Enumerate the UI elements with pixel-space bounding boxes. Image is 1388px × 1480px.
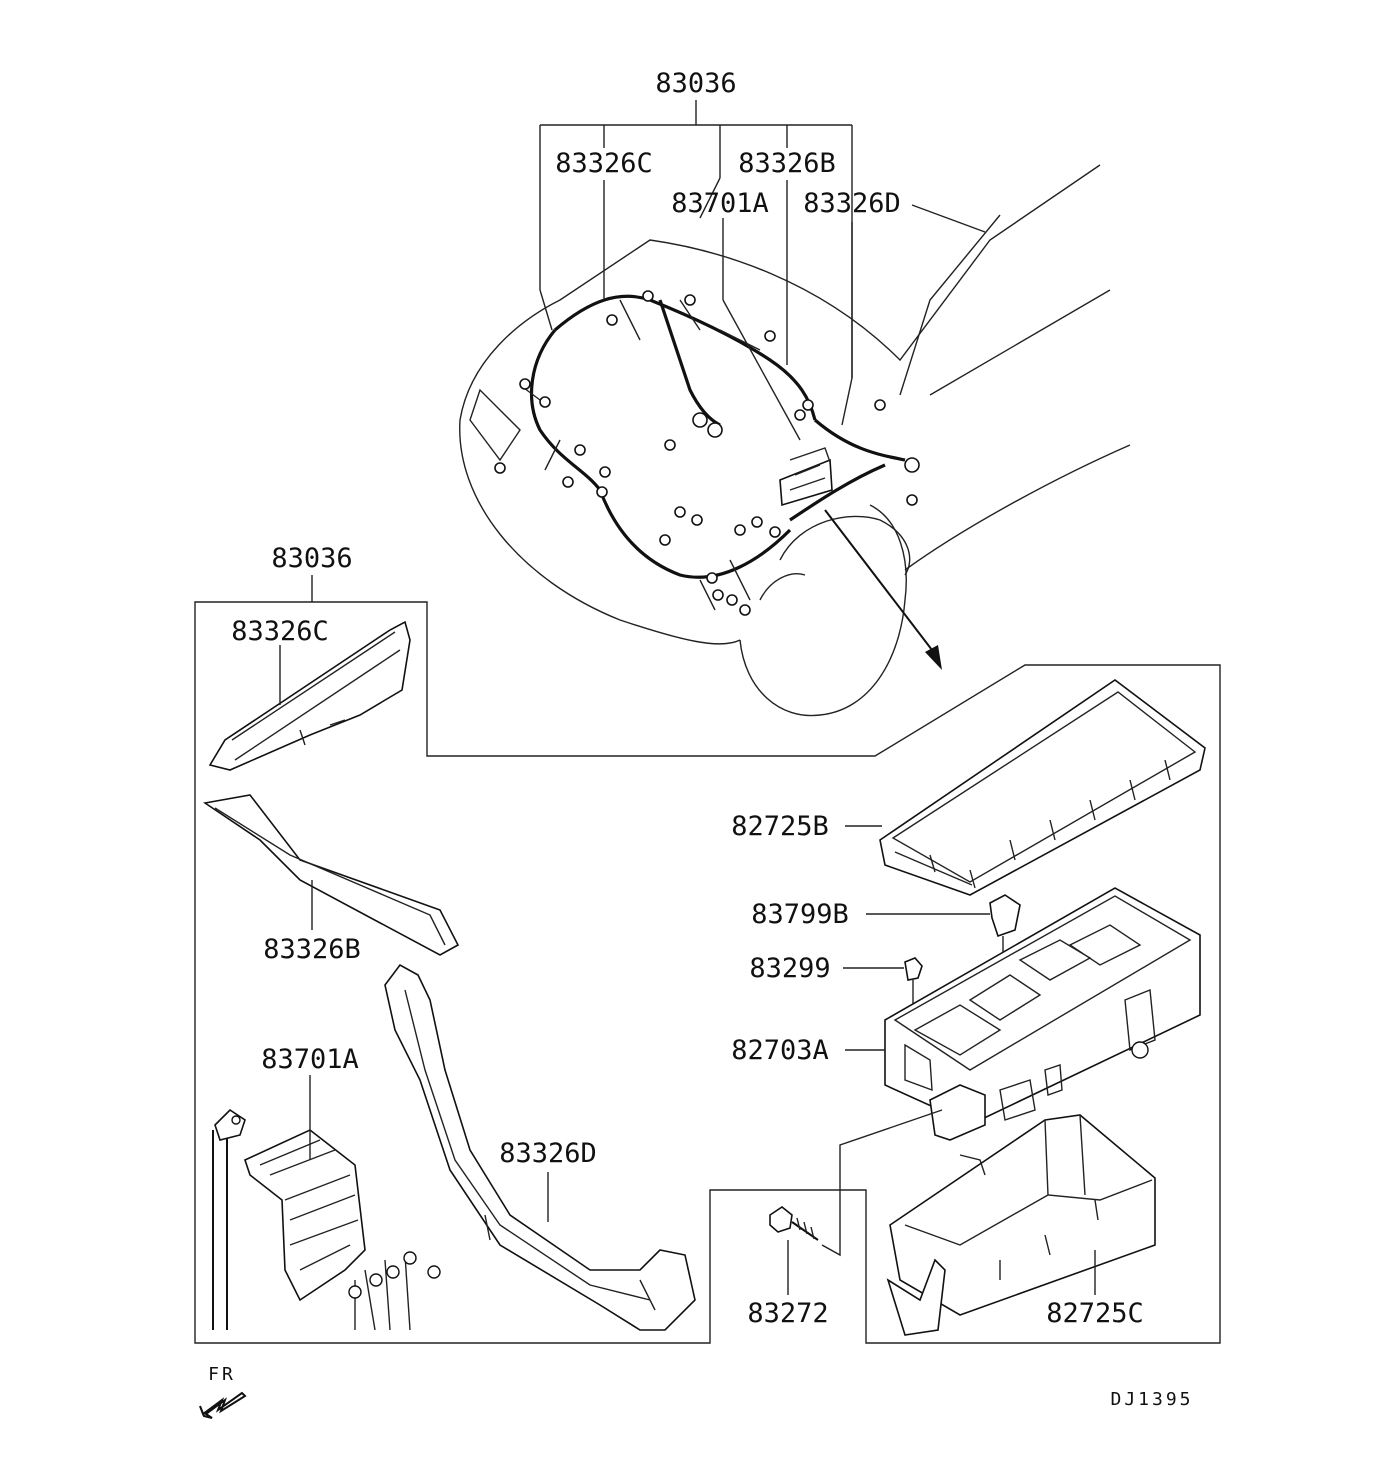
label-83799b: 83799B: [751, 899, 849, 930]
label-82725b: 82725B: [731, 811, 829, 842]
label-82725c: 82725C: [1046, 1298, 1144, 1329]
label-83701a-top: 83701A: [671, 188, 769, 219]
fr-arrow-icon: [199, 1391, 247, 1419]
engine-bay-illustration: [459, 164, 1131, 717]
diagram-code: DJ1395: [1110, 1389, 1193, 1410]
label-83299: 83299: [749, 953, 830, 984]
fr-direction-indicator: FR: [199, 1364, 247, 1419]
label-83326b-top: 83326B: [738, 148, 836, 179]
label-83272: 83272: [747, 1298, 828, 1329]
left-parts-box: 83036 83326C 83326B 83326D 83701A: [194, 543, 1221, 1344]
top-label-tree: 83036 83326C 83326B 83701A 83326D: [539, 68, 986, 441]
label-83326d-left: 83326D: [499, 1138, 597, 1169]
label-83326b-left: 83326B: [263, 934, 361, 965]
relay-box-assembly: 82725B 83799B 83299 82703A 82725C: [731, 679, 1206, 1336]
label-83036-top: 83036: [655, 68, 736, 99]
label-83326c-left: 83326C: [231, 616, 329, 647]
label-83036-left: 83036: [271, 543, 352, 574]
label-83326d-top: 83326D: [803, 188, 901, 219]
fr-label: FR: [208, 1364, 236, 1385]
label-83701a-left: 83701A: [261, 1044, 359, 1075]
label-83326c-top: 83326C: [555, 148, 653, 179]
label-82703a: 82703A: [731, 1035, 829, 1066]
